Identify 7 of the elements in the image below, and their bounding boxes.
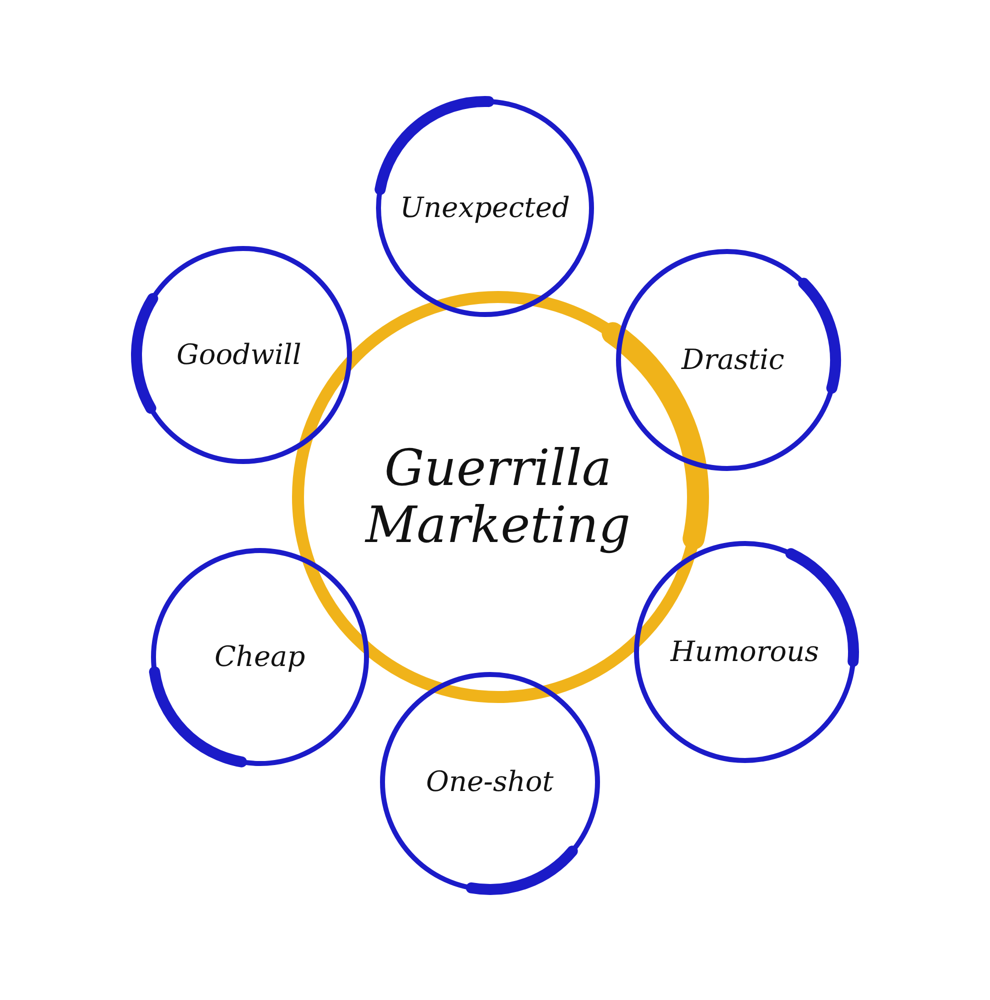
topic-label: Drastic — [682, 344, 784, 376]
topic-label: One-shot — [426, 766, 554, 798]
central-label: Guerrilla Marketing — [364, 440, 632, 554]
topic-label: Cheap — [214, 641, 306, 674]
topic-label: Humorous — [670, 636, 820, 668]
topic-label: Goodwill — [176, 339, 302, 372]
topic-label: Unexpected — [400, 192, 570, 224]
